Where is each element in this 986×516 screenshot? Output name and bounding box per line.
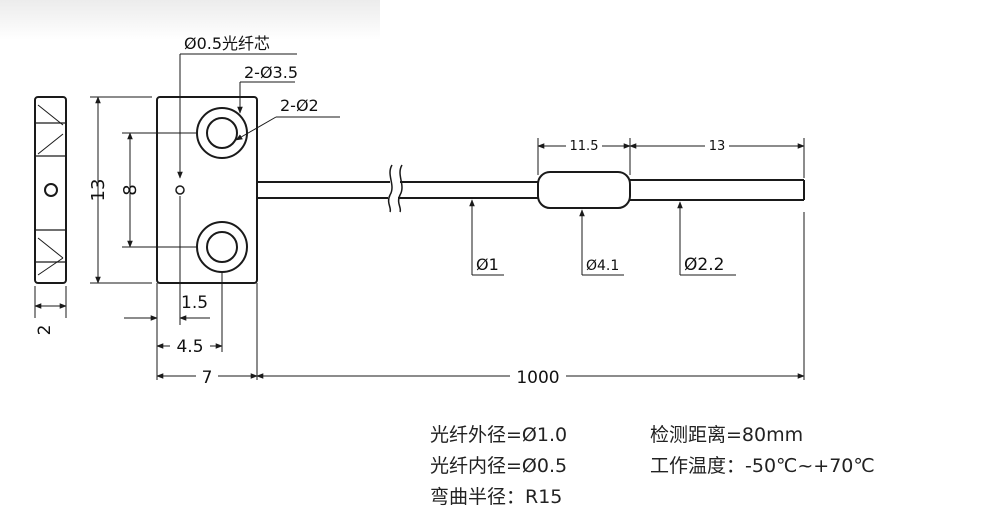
label-offset-4-5: 4.5 <box>176 337 203 357</box>
leader-hole-large <box>237 81 295 114</box>
dim-length-1000 <box>256 212 805 380</box>
label-width-2: 2 <box>35 325 55 336</box>
label-hole-large: 2-Ø3.5 <box>244 63 298 82</box>
fiber-cable <box>257 164 805 213</box>
leader-hole-small <box>235 116 340 141</box>
label-offset-1-5: 1.5 <box>181 293 208 313</box>
bg-7 <box>196 365 218 385</box>
extension-lines-bottom <box>156 196 258 380</box>
label-sleeve-11-5: 11.5 <box>570 139 599 154</box>
mount-hole-top-inner <box>206 117 238 149</box>
spec-temperature: 工作温度：-50℃~+70℃ <box>650 455 875 477</box>
label-hole-small: 2-Ø2 <box>280 96 319 115</box>
bg-1000 <box>510 365 566 385</box>
spec-bend-radius: 弯曲半径：R15 <box>430 486 563 508</box>
fiber-core <box>175 185 185 195</box>
dim-width-2 <box>34 286 67 318</box>
label-core: Ø0.5光纤芯 <box>184 34 270 53</box>
label-height-13: 13 <box>88 179 109 202</box>
dim-height-8 <box>122 132 197 248</box>
label-height-8: 8 <box>120 184 141 195</box>
label-width-7: 7 <box>202 368 213 388</box>
spec-detection-distance: 检测距离=80mm <box>650 424 804 446</box>
label-dia-tail: Ø2.2 <box>684 255 724 275</box>
leader-core <box>177 53 297 179</box>
spec-outer-diameter: 光纤外径=Ø1.0 <box>430 424 568 446</box>
label-tail-13: 13 <box>709 139 726 154</box>
top-gradient <box>0 0 380 40</box>
label-length-1000: 1000 <box>516 368 559 388</box>
leader-diameters <box>469 199 736 276</box>
mount-hole-top-outer <box>196 107 248 159</box>
label-dia-fiber: Ø1 <box>476 255 499 274</box>
bg-13 <box>705 137 729 153</box>
sensor-block <box>156 96 258 284</box>
bg-4-5 <box>170 334 210 354</box>
label-dia-sleeve: Ø4.1 <box>586 258 619 274</box>
bg-11-5 <box>566 137 602 153</box>
side-view <box>34 96 67 284</box>
dim-height-13 <box>90 96 152 284</box>
mount-hole-bottom-inner <box>206 231 238 263</box>
fiber-sleeve <box>537 171 631 209</box>
mount-hole-bottom-outer <box>196 221 248 273</box>
spec-inner-diameter: 光纤内径=Ø0.5 <box>430 455 568 477</box>
side-hole <box>44 183 58 197</box>
